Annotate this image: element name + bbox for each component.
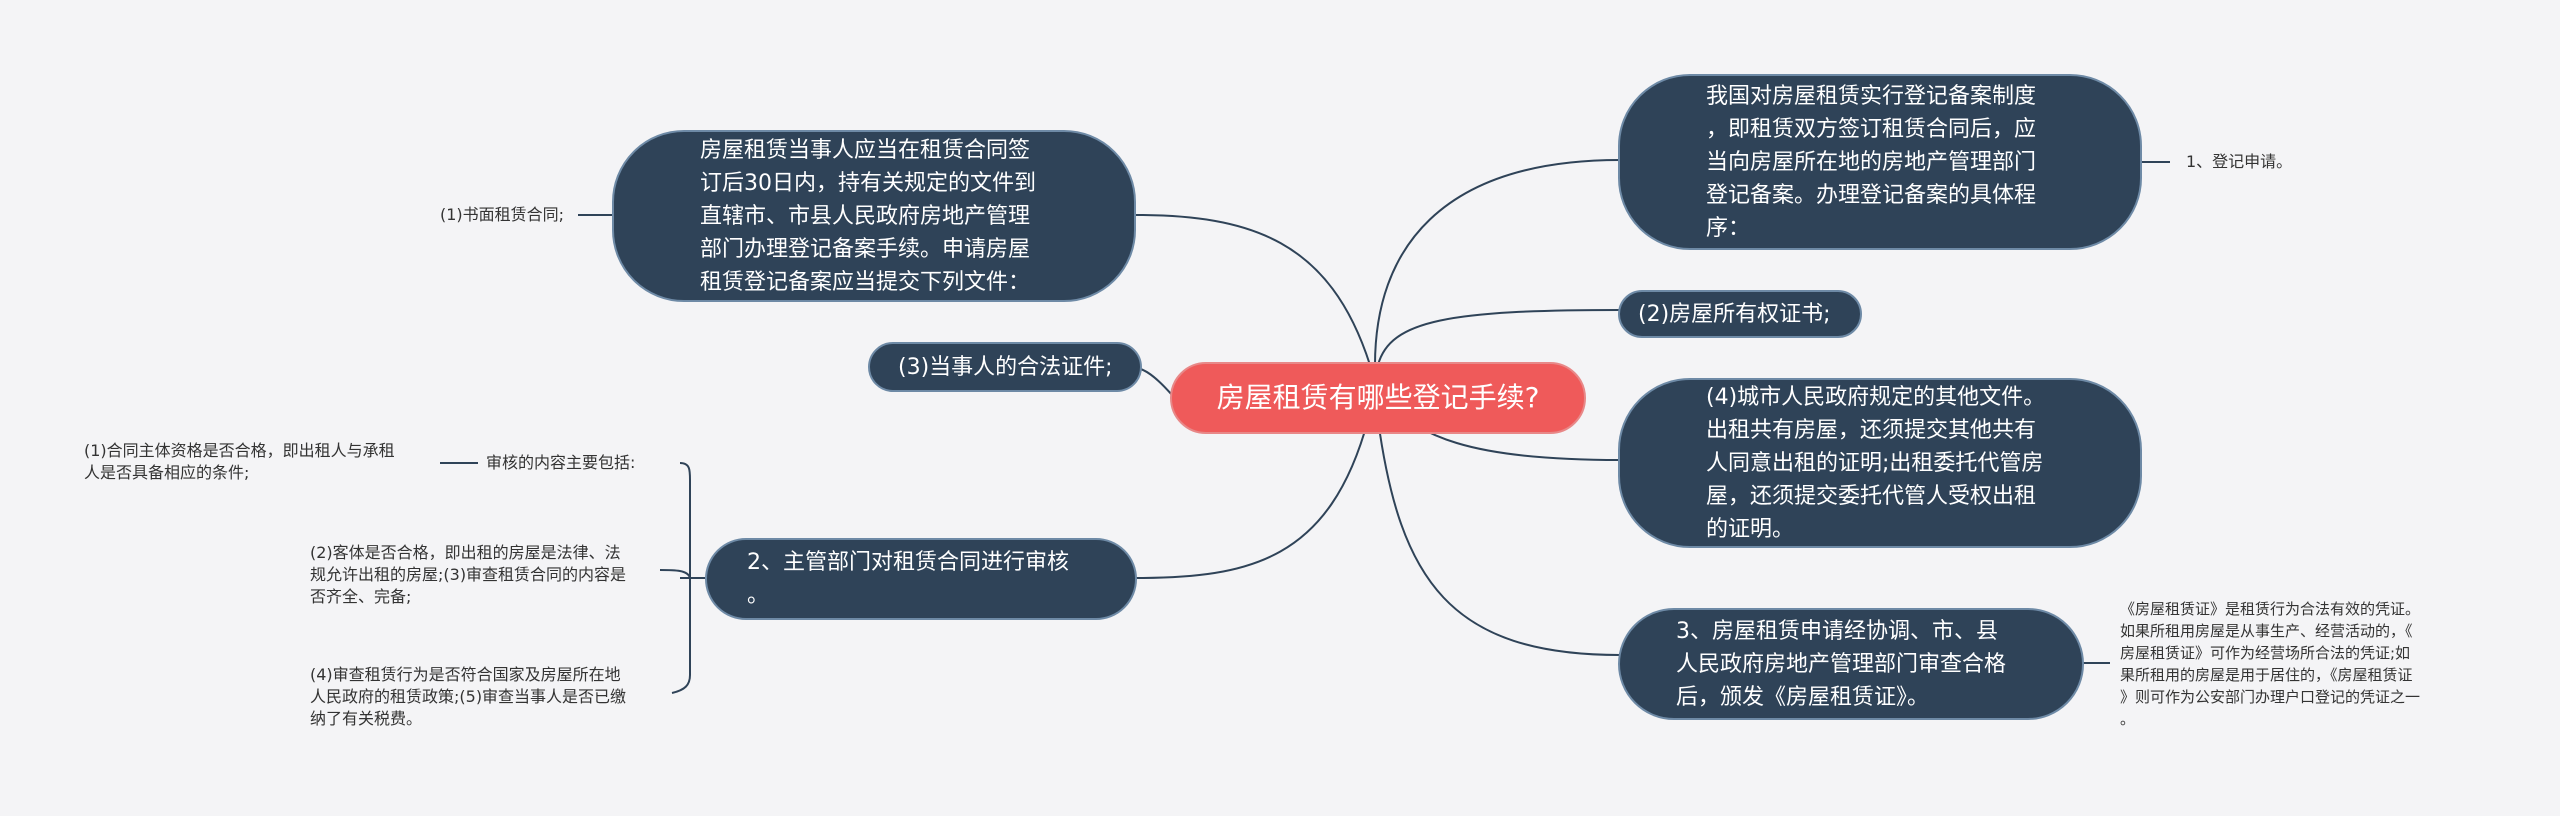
branch-filing-docs-text: 房屋租赁当事人应当在租赁合同签 订后30日内，持有关规定的文件到 直辖市、市县人… xyxy=(700,137,1036,295)
branch-registration-intro-text: 我国对房屋租赁实行登记备案制度 ，即租赁双方签订租赁合同后，应 当向房屋所在地的… xyxy=(1706,83,2037,241)
branch-legal-id-text: (3)当事人的合法证件; xyxy=(898,354,1113,380)
branch-step2[interactable]: 2、主管部门对租赁合同进行审核 。 xyxy=(705,538,1137,620)
leaf-review-item-3: (4)审查租赁行为是否符合国家及房屋所在地 人民政府的租赁政策;(5)审查当事人… xyxy=(310,665,627,728)
branch-property-cert[interactable]: (2)房屋所有权证书; xyxy=(1618,290,1862,338)
branch-filing-docs[interactable]: 房屋租赁当事人应当在租赁合同签 订后30日内，持有关规定的文件到 直辖市、市县人… xyxy=(612,130,1136,302)
connector-review-item2 xyxy=(659,569,691,579)
leaf-apply: 1、登记申请。 xyxy=(2186,152,2293,171)
branch-legal-id[interactable]: (3)当事人的合法证件; xyxy=(868,342,1142,392)
root-label: 房屋租赁有哪些登记手续? xyxy=(1216,381,1540,414)
connector-root-step3 xyxy=(1377,419,1621,656)
branch-other-docs-text: (4)城市人民政府规定的其他文件。 出租共有房屋，还须提交其他共有 人同意出租的… xyxy=(1706,384,2046,542)
connector-root-registration xyxy=(1374,159,1621,366)
leaf-lease-contract: (1)书面租赁合同; xyxy=(440,205,565,224)
leaf-cert-desc: 《房屋租赁证》是租赁行为合法有效的凭证。 如果所租用房屋是从事生产、经营活动的，… xyxy=(2120,600,2421,728)
branch-step2-text: 2、主管部门对租赁合同进行审核 。 xyxy=(747,550,1069,608)
leaf-review-item-1: (1)合同主体资格是否合格，即出租人与承租 人是否具备相应的条件; xyxy=(84,441,395,482)
leaf-review-item-2: (2)客体是否合格，即出租的房屋是法律、法 规允许出租的房屋;(3)审查租赁合同… xyxy=(310,543,627,606)
connector-root-step2 xyxy=(1134,419,1369,579)
root-node[interactable]: 房屋租赁有哪些登记手续? xyxy=(1170,362,1586,434)
branch-other-docs[interactable]: (4)城市人民政府规定的其他文件。 出租共有房屋，还须提交其他共有 人同意出租的… xyxy=(1618,378,2142,548)
connector-root-filing xyxy=(1134,214,1371,366)
leaf-review-header: 审核的内容主要包括: xyxy=(486,453,636,472)
connector-root-property xyxy=(1377,309,1621,366)
branch-step3[interactable]: 3、房屋租赁申请经协调、市、县 人民政府房地产管理部门审查合格 后，颁发《房屋租… xyxy=(1618,608,2084,720)
branch-registration-intro[interactable]: 我国对房屋租赁实行登记备案制度 ，即租赁双方签订租赁合同后，应 当向房屋所在地的… xyxy=(1618,74,2142,250)
branch-property-cert-text: (2)房屋所有权证书; xyxy=(1638,301,1831,327)
branch-step3-text: 3、房屋租赁申请经协调、市、县 人民政府房地产管理部门审查合格 后，颁发《房屋租… xyxy=(1676,618,2007,710)
